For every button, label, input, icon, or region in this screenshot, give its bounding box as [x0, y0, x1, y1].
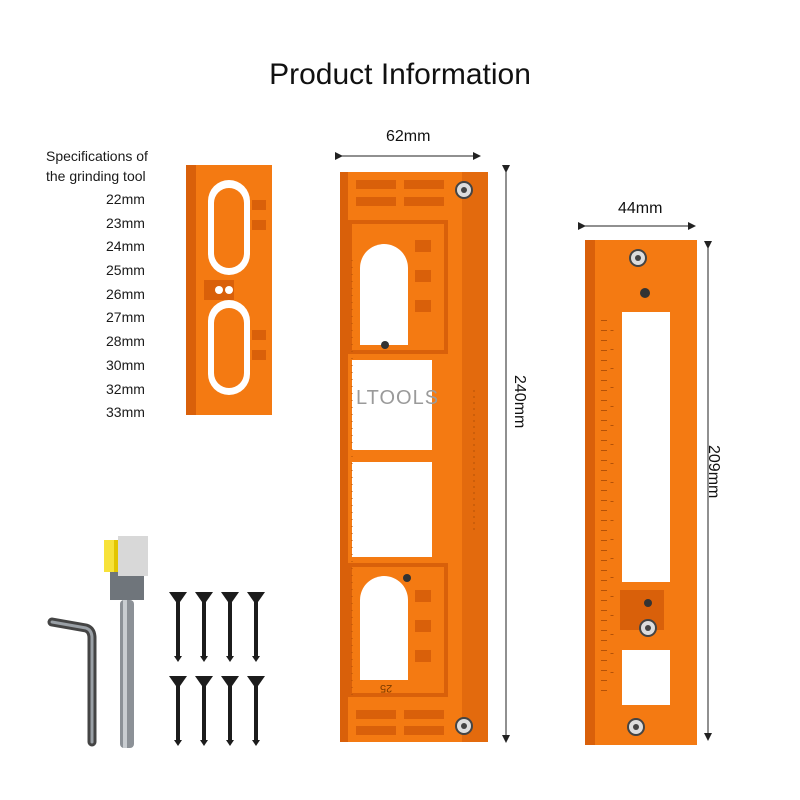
spec-size-item: 22mm: [106, 191, 145, 207]
spec-size-item: 25mm: [106, 262, 145, 279]
spec-size-item: 32mm: [106, 380, 145, 397]
dimension-label-209mm: 209mm: [705, 445, 722, 499]
spec-heading-line-1: Specifications of: [46, 148, 148, 164]
spec-size-item: 27mm: [106, 309, 145, 326]
dimension-label-240mm: 240mm: [511, 375, 528, 429]
page-title: Product Information: [269, 58, 531, 91]
spec-size-item: 28mm: [106, 333, 145, 350]
orange-hinge-jig-icon: [585, 240, 697, 745]
spec-size-list: 22mm 23mm 24mm 25mm 26mm 27mm 28mm 30mm …: [106, 188, 166, 425]
spec-size-item: 24mm: [106, 238, 145, 255]
spec-size-item: 23mm: [106, 214, 145, 231]
spec-heading: Specifications of the grinding tool: [46, 146, 186, 186]
jig-size-number: 25: [380, 682, 393, 694]
spec-heading-line-2: the grinding tool: [46, 168, 146, 184]
hex-wrench-icon: [47, 617, 97, 747]
dimension-label-44mm: 44mm: [618, 200, 663, 217]
black-screws-icon: [169, 592, 265, 746]
spec-size-item: 33mm: [106, 404, 145, 421]
spec-size-item: 26mm: [106, 285, 145, 302]
orange-template-block-icon: [186, 165, 272, 415]
brand-watermark: LTOOLS: [356, 387, 440, 409]
spec-size-item: 30mm: [106, 356, 145, 373]
router-bit-icon: [104, 536, 148, 748]
dimension-label-62mm: 62mm: [386, 128, 431, 145]
orange-door-lock-jig-icon: [340, 172, 488, 742]
